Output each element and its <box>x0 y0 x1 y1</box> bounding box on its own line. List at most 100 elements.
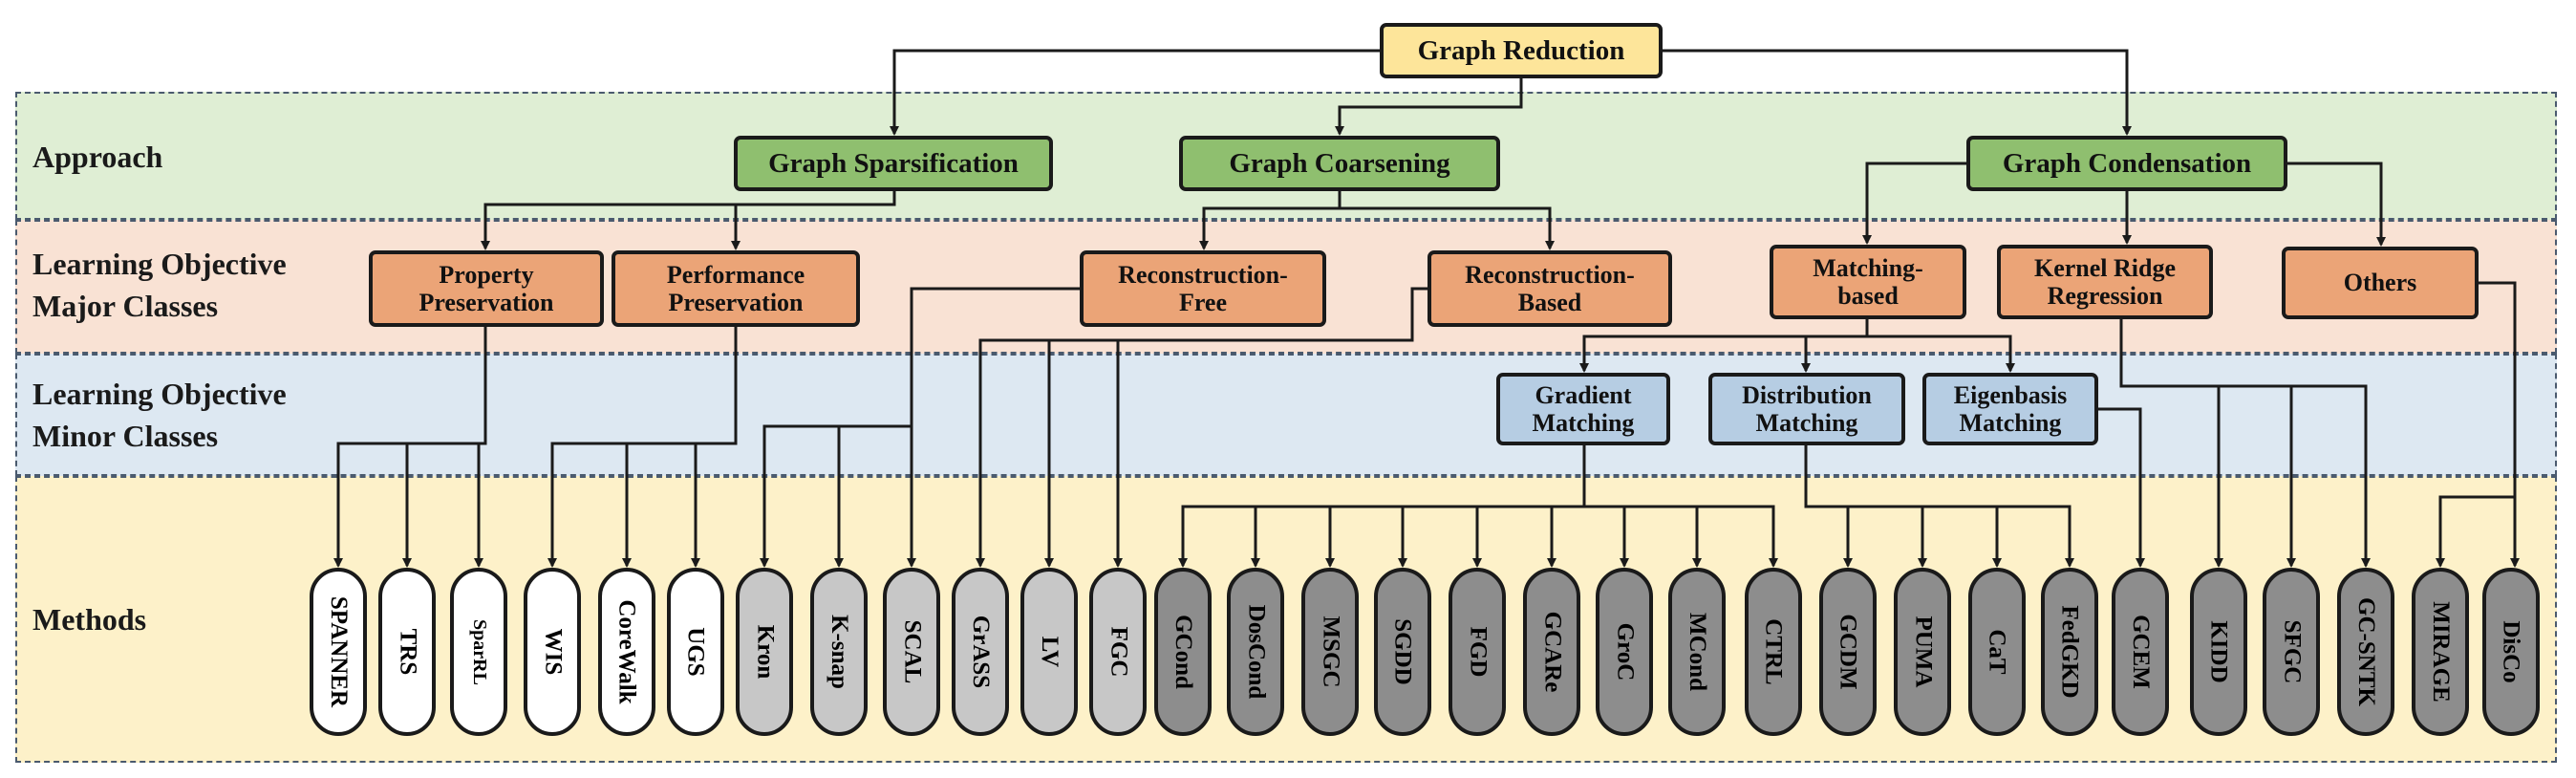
method-pill-mcond: MCond <box>1668 568 1726 736</box>
property-preservation-line2: Preservation <box>419 289 554 316</box>
major-classes-label: Learning Objective Major Classes <box>32 243 287 327</box>
method-pill-gcare: GCARe <box>1523 568 1580 736</box>
method-label: K-snap <box>826 615 852 689</box>
graph-condensation-node: Graph Condensation <box>1966 136 2287 191</box>
matching-based-line2: based <box>1837 282 1899 310</box>
method-pill-gcdm: GCDM <box>1819 568 1877 736</box>
major-classes-label-line2: Major Classes <box>32 289 219 323</box>
method-pill-k-snap: K-snap <box>810 568 868 736</box>
gradient-matching-line1: Gradient <box>1535 380 1632 409</box>
method-pill-puma: PUMA <box>1894 568 1951 736</box>
distribution-matching-node: Distribution Matching <box>1708 373 1905 445</box>
matching-based-line1: Matching- <box>1813 253 1923 282</box>
reconstruction-based-node: Reconstruction- Based <box>1428 250 1672 327</box>
performance-preservation-line2: Preservation <box>668 289 804 316</box>
method-label: GC-SNTK <box>2353 597 2379 706</box>
method-pill-fedgkd: FedGKD <box>2041 568 2098 736</box>
distribution-matching-line1: Distribution <box>1742 380 1872 409</box>
major-classes-label-line1: Learning Objective <box>32 247 287 281</box>
method-label: MCond <box>1685 613 1710 691</box>
method-label: TRS <box>394 628 420 676</box>
method-label: GCARe <box>1539 611 1565 693</box>
gradient-matching-line2: Matching <box>1532 409 1635 437</box>
method-label: Kron <box>752 624 778 680</box>
method-label: DisCo <box>2499 620 2525 683</box>
eigenbasis-matching-line2: Matching <box>1959 409 2062 437</box>
method-label: WIS <box>539 628 566 676</box>
method-pill-gc-sntk: GC-SNTK <box>2337 568 2394 736</box>
reconstruction-based-line2: Based <box>1517 289 1582 316</box>
method-label: MIRAGE <box>2428 601 2454 702</box>
method-pill-wis: WIS <box>524 568 581 736</box>
performance-preservation-node: Performance Preservation <box>612 250 860 327</box>
method-pill-msgc: MSGC <box>1301 568 1359 736</box>
method-pill-fgd: FGD <box>1449 568 1506 736</box>
method-label: FGC <box>1106 626 1131 678</box>
method-pill-doscond: DosCond <box>1227 568 1284 736</box>
minor-classes-band <box>15 354 2557 476</box>
kernel-ridge-regression-line2: Regression <box>2047 282 2163 310</box>
method-pill-ugs: UGS <box>667 568 724 736</box>
method-label: CaT <box>1984 629 2010 675</box>
method-pill-mirage: MIRAGE <box>2412 568 2469 736</box>
method-pill-scal: SCAL <box>883 568 940 736</box>
method-label: SGDD <box>1390 618 1416 685</box>
performance-preservation-line1: Performance <box>666 260 805 289</box>
method-pill-ctrl: CTRL <box>1745 568 1802 736</box>
method-pill-sparrl: SparRL <box>450 568 507 736</box>
method-pill-fgc: FGC <box>1089 568 1147 736</box>
method-label: LV <box>1037 636 1063 668</box>
kernel-ridge-regression-line1: Kernel Ridge <box>2033 253 2177 282</box>
reconstruction-free-node: Reconstruction- Free <box>1080 250 1326 327</box>
method-label: GCEM <box>2128 615 2154 689</box>
method-label: GCond <box>1170 615 1196 689</box>
method-pill-sgdd: SGDD <box>1374 568 1431 736</box>
method-pill-sfgc: SFGC <box>2263 568 2320 736</box>
method-pill-corewalk: CoreWalk <box>598 568 655 736</box>
method-label: GCDM <box>1835 614 1861 690</box>
method-pill-cat: CaT <box>1968 568 2026 736</box>
kernel-ridge-regression-node: Kernel Ridge Regression <box>1997 245 2213 319</box>
others-node: Others <box>2282 247 2479 319</box>
eigenbasis-matching-node: Eigenbasis Matching <box>1922 373 2098 445</box>
matching-based-node: Matching- based <box>1770 245 1966 319</box>
gradient-matching-node: Gradient Matching <box>1496 373 1670 445</box>
method-pill-kron: Kron <box>736 568 793 736</box>
method-label: MSGC <box>1318 616 1343 688</box>
method-pill-kidd: KIDD <box>2190 568 2247 736</box>
distribution-matching-line2: Matching <box>1755 409 1858 437</box>
method-label: CoreWalk <box>614 599 641 704</box>
method-label: SCAL <box>899 619 925 684</box>
method-label: SPANNER <box>326 595 352 708</box>
root-node: Graph Reduction <box>1380 23 1663 78</box>
method-label: CTRL <box>1761 618 1787 685</box>
method-label: GrASS <box>968 615 994 689</box>
minor-classes-label-line1: Learning Objective <box>32 377 287 411</box>
method-label: FGD <box>1465 626 1491 678</box>
method-pill-lv: LV <box>1020 568 1078 736</box>
method-label: DosCond <box>1243 604 1269 700</box>
minor-classes-label: Learning Objective Minor Classes <box>32 373 287 457</box>
property-preservation-node: Property Preservation <box>369 250 604 327</box>
method-label: GroC <box>1612 622 1638 681</box>
method-label: FedGKD <box>2057 605 2083 699</box>
method-pill-grass: GrASS <box>952 568 1009 736</box>
methods-label: Methods <box>32 602 147 637</box>
method-pill-groc: GroC <box>1596 568 1653 736</box>
method-label: SparRL <box>468 618 490 685</box>
method-label: KIDD <box>2206 620 2233 683</box>
graph-coarsening-node: Graph Coarsening <box>1179 136 1500 191</box>
method-pill-gcond: GCond <box>1154 568 1212 736</box>
approach-label: Approach <box>32 140 163 174</box>
property-preservation-line1: Property <box>439 260 534 289</box>
method-label: SFGC <box>2279 619 2305 684</box>
method-pill-disco: DisCo <box>2482 568 2540 736</box>
reconstruction-free-line2: Free <box>1178 289 1228 316</box>
method-pill-spanner: SPANNER <box>310 568 367 736</box>
method-pill-gcem: GCEM <box>2112 568 2169 736</box>
method-label: UGS <box>683 627 709 677</box>
method-pill-trs: TRS <box>378 568 436 736</box>
reconstruction-free-line1: Reconstruction- <box>1118 260 1288 289</box>
reconstruction-based-line1: Reconstruction- <box>1465 260 1635 289</box>
